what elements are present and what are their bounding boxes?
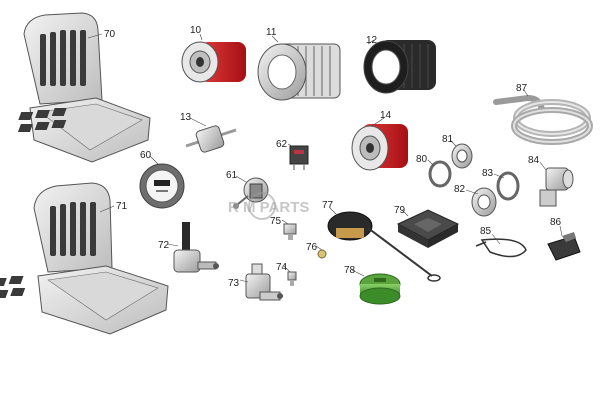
relay-icon (289, 145, 309, 170)
callout-73: 73 (228, 278, 240, 289)
fitting-small-icon (287, 271, 297, 286)
grease-nipple-icon (317, 249, 327, 259)
callout-71: 71 (116, 201, 128, 212)
callout-87: 87 (516, 83, 528, 94)
bearing-81-icon (451, 143, 473, 169)
valve-lever-icon (173, 222, 219, 273)
elbow-fitting-icon (539, 167, 574, 207)
fuel-cap-green-icon (359, 273, 401, 305)
hydraulic-filter-icon (351, 124, 408, 171)
callout-77: 77 (322, 200, 334, 211)
callouts: 70 71 10 11 12 13 14 60 61 62 72 73 74 7… (104, 25, 562, 289)
inline-fuel-filter-icon (185, 125, 237, 153)
callout-13: 13 (180, 112, 192, 123)
bearing-race-83-icon (496, 171, 520, 201)
callout-84: 84 (528, 155, 540, 166)
callout-83: 83 (482, 168, 494, 179)
callout-70: 70 (104, 29, 116, 40)
callout-76: 76 (306, 242, 318, 253)
oil-filter-icon (181, 41, 246, 83)
callout-12: 12 (366, 35, 378, 46)
watermark-text: R M PARTS (228, 199, 309, 216)
callout-85: 85 (480, 226, 492, 237)
callout-61: 61 (226, 170, 238, 181)
callout-79: 79 (394, 205, 406, 216)
callout-10: 10 (190, 25, 202, 36)
cable-tie-icon (475, 238, 527, 258)
coil-hose-icon (493, 94, 593, 145)
callout-72: 72 (158, 240, 170, 251)
fitting-elbow-icon (283, 223, 297, 240)
bearing-82-icon (471, 187, 497, 217)
callout-74: 74 (276, 262, 288, 273)
air-filter-ribbed-icon (257, 43, 341, 101)
ignition-switch-icon (233, 177, 269, 209)
pad-icon (396, 209, 460, 248)
callout-14: 14 (380, 110, 392, 121)
valve-body-icon (245, 263, 283, 301)
watermark: R M PARTS (228, 192, 309, 220)
callout-81: 81 (442, 134, 454, 145)
bracket-icon (547, 232, 581, 261)
callout-80: 80 (416, 154, 428, 165)
air-filter-black-icon (363, 40, 436, 94)
callout-60: 60 (140, 150, 152, 161)
bearing-race-80-icon (428, 160, 452, 188)
callout-62: 62 (276, 139, 288, 150)
leader-lines (87, 33, 563, 283)
callout-86: 86 (550, 217, 562, 228)
seat-upper-icon (17, 12, 151, 163)
callout-11: 11 (266, 27, 277, 38)
seat-lower-icon (0, 182, 169, 335)
fuel-cap-black-icon (327, 211, 441, 282)
callout-82: 82 (454, 184, 466, 195)
callout-78: 78 (344, 265, 356, 276)
callout-75: 75 (270, 216, 282, 227)
hour-meter-icon (139, 163, 185, 209)
